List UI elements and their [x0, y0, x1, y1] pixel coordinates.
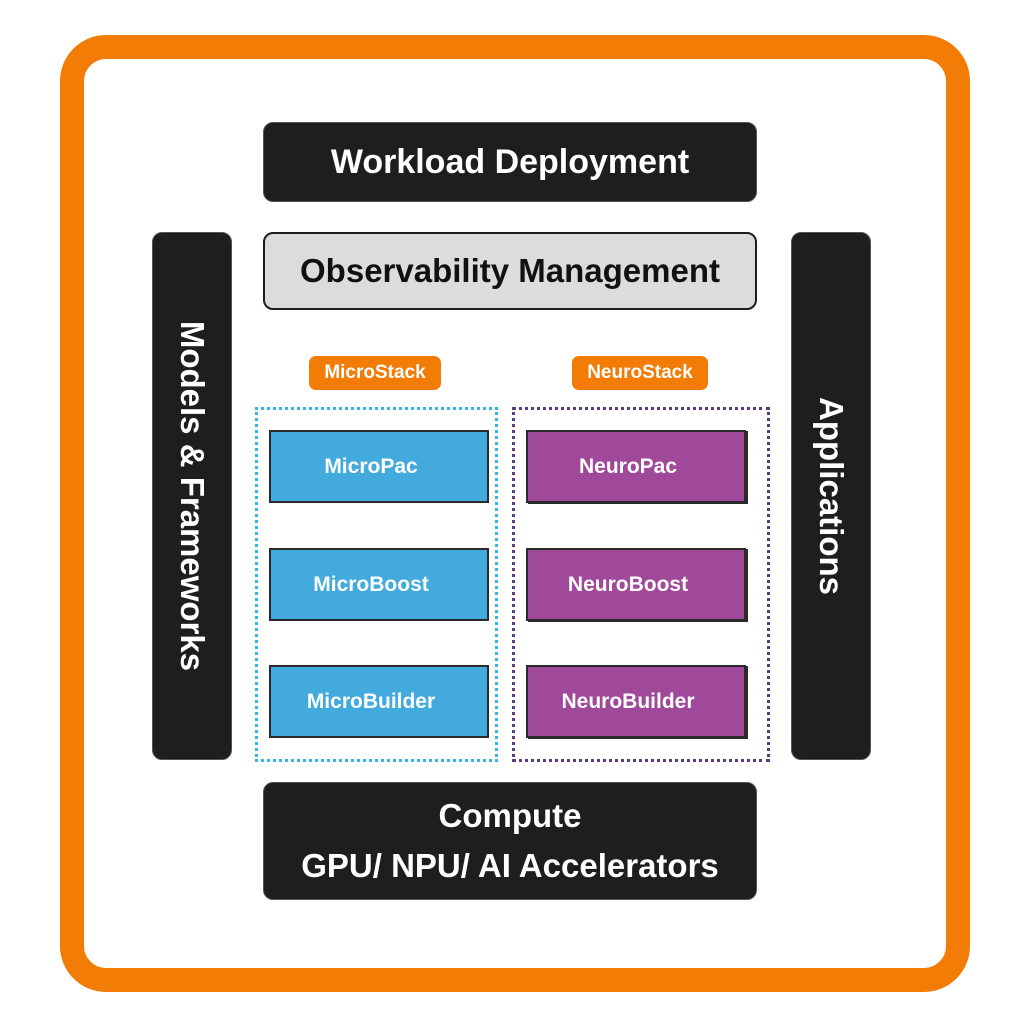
models-frameworks-label: Models & Frameworks	[174, 320, 211, 672]
neurobuilder-box: NeuroBuilder	[526, 665, 746, 738]
neuroboost-box: NeuroBoost	[526, 548, 746, 621]
applications-bar: Applications	[791, 232, 871, 760]
micropac-box: MicroPac	[269, 430, 489, 503]
microboost-label: MicroBoost	[313, 572, 429, 596]
neurostack-tag: NeuroStack	[572, 356, 708, 390]
workload-deployment-label: Workload Deployment	[330, 142, 690, 181]
neuropac-label: NeuroPac	[578, 454, 678, 478]
microbuilder-label: MicroBuilder	[306, 689, 436, 713]
compute-box: Compute GPU/ NPU/ AI Accelerators	[263, 782, 757, 900]
microstack-tag: MicroStack	[309, 356, 441, 390]
neuropac-box: NeuroPac	[526, 430, 746, 503]
compute-accelerators-label: GPU/ NPU/ AI Accelerators	[301, 847, 719, 884]
observability-management-label: Observability Management	[300, 252, 720, 289]
workload-deployment-box: Workload Deployment	[263, 122, 757, 202]
microboost-box: MicroBoost	[269, 548, 489, 621]
neurostack-tag-label: NeuroStack	[587, 362, 693, 383]
microbuilder-box: MicroBuilder	[269, 665, 489, 738]
observability-management-box: Observability Management	[263, 232, 757, 310]
neurobuilder-label: NeuroBuilder	[561, 689, 695, 713]
micropac-label: MicroPac	[324, 454, 418, 478]
microstack-tag-label: MicroStack	[324, 362, 426, 383]
neuroboost-label: NeuroBoost	[567, 572, 689, 596]
compute-title: Compute	[438, 797, 582, 834]
applications-label: Applications	[813, 396, 850, 596]
models-frameworks-bar: Models & Frameworks	[152, 232, 232, 760]
microstack-group	[255, 407, 498, 762]
neurostack-group	[512, 407, 770, 762]
